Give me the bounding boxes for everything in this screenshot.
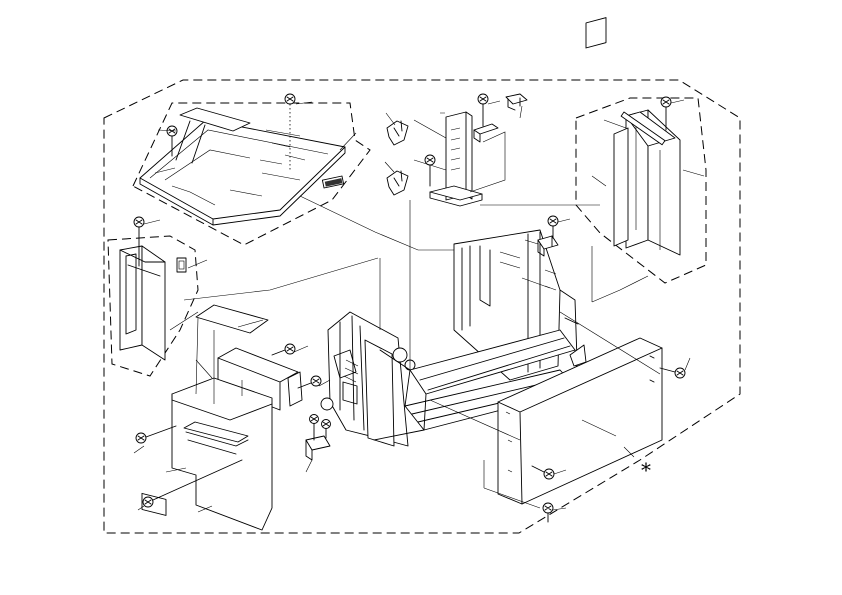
screw-icon [271,343,296,356]
assembly-lines [169,195,661,441]
screw-icon [547,215,559,239]
screw-icon [142,459,243,508]
assembly-boundary [103,79,741,534]
cover-panel-group [575,17,707,303]
screw-icon [284,93,296,170]
screw-icon [659,367,686,379]
front-panel-group [483,337,691,523]
screw-icon [309,414,319,441]
screw-icon [321,419,331,439]
screw-icon [424,154,436,187]
screw-icon [297,375,322,389]
screw-icon [542,502,554,523]
screw-icon [133,216,145,267]
paper-tray-group [132,93,371,246]
screw-icon [135,425,177,444]
asterisk-mark: * [641,458,651,482]
screw-icon [477,93,489,127]
lower-left-bracket-group [133,304,331,531]
screw-icon [660,96,672,131]
side-bracket-group [107,216,208,377]
guide-bracket-group [384,93,528,207]
